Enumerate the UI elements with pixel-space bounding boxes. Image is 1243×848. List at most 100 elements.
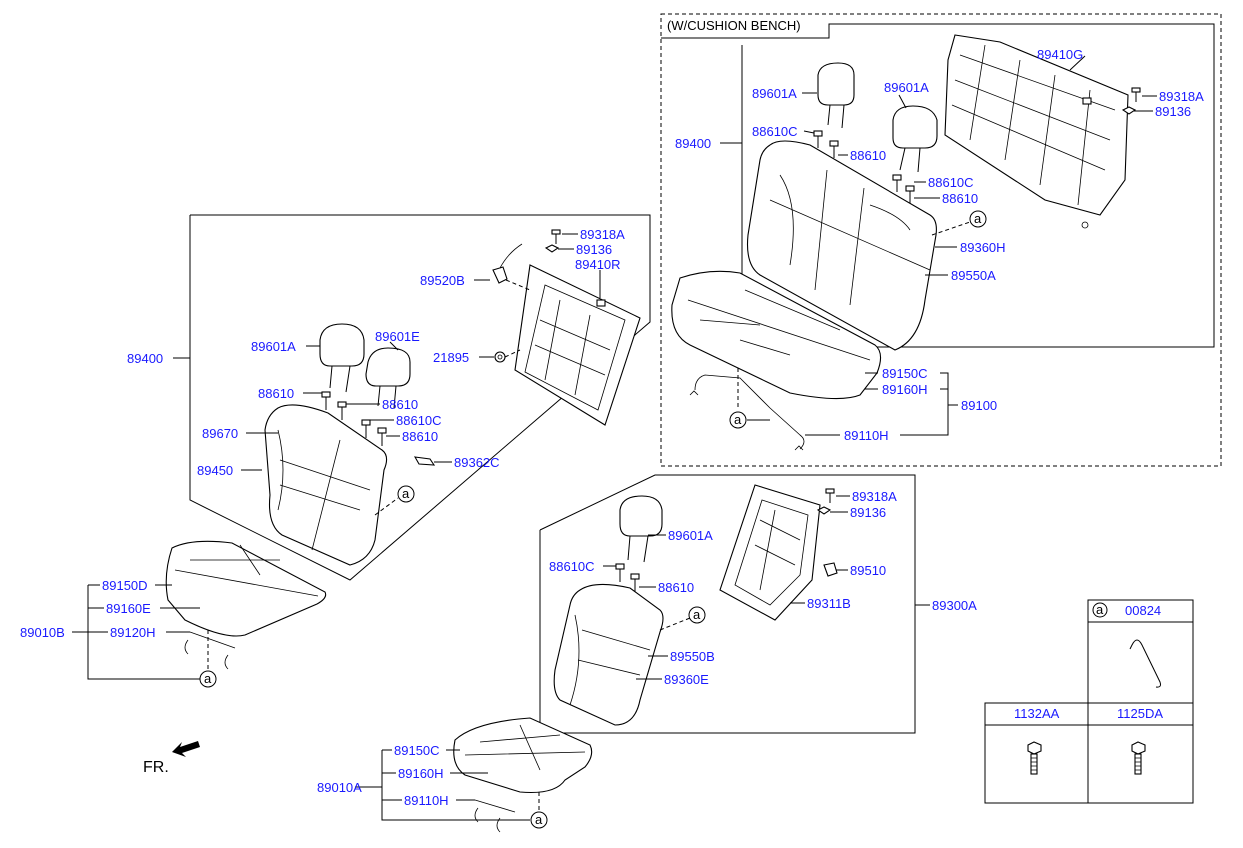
guide-icon: [615, 563, 640, 592]
svg-text:a: a: [693, 607, 701, 622]
left-cushion-label-h: 89120H: [110, 625, 156, 640]
center-cushion-group: 89150C 89160H 89110H 89010A a: [317, 717, 593, 833]
left-label-clipb: 89362C: [454, 455, 500, 470]
bolt-icon: [1131, 741, 1146, 775]
left-label-frame: 89410R: [575, 257, 621, 272]
guide-icon: [813, 130, 915, 203]
bench-label-frame: 89410G: [1037, 47, 1083, 62]
ref-a-marker: a: [729, 411, 747, 429]
bolt-icon: [825, 488, 835, 503]
clip-icon: [1121, 106, 1137, 115]
bench-label-hr2: 89601A: [884, 80, 929, 95]
seatback-frame-icon: [514, 264, 641, 426]
center-cushion-label-c: 89150C: [394, 743, 440, 758]
bench-label-back: 89400: [675, 136, 711, 151]
table-part-top: 00824: [1125, 603, 1161, 618]
right-label-pad: 89550B: [670, 649, 715, 664]
center-cushion-label-h: 89160H: [398, 766, 444, 781]
bench-label-clip: 89136: [1155, 104, 1191, 119]
bench-label-wire: 89110H: [844, 428, 889, 443]
ref-a-marker: a: [688, 606, 706, 624]
right-seatback-group: 89601A 88610C 88610 89318A 89136 89510 8…: [539, 474, 977, 734]
latch-icon: [492, 243, 523, 284]
headrest-icon: [817, 62, 855, 129]
seat-cushion-icon: [165, 540, 327, 637]
right-label-g2: 88610: [658, 580, 694, 595]
table-part-col1: 1132AA: [1014, 706, 1060, 721]
wire-harness-icon: [689, 374, 805, 451]
seatback-frame-icon: [944, 34, 1129, 229]
ref-a-marker: a: [530, 811, 548, 829]
bench-label-bolt: 89318A: [1159, 89, 1204, 104]
right-label-hr: 89601A: [668, 528, 713, 543]
seatback-cover-icon: [746, 140, 937, 351]
left-label-nut: 21895: [433, 350, 469, 365]
bolt-icon: [1027, 741, 1042, 775]
bench-variant-group: (W/CUSHION BENCH): [660, 13, 1222, 467]
clip-icon: [413, 456, 436, 466]
bench-label-guide2: 88610C: [928, 175, 974, 190]
bench-label-guide1b: 88610: [850, 148, 886, 163]
bench-label-cushc: 89150C: [882, 366, 928, 381]
svg-text:a: a: [1096, 602, 1104, 617]
parts-table: a 00824 1132AA 1125DA: [984, 599, 1194, 804]
nut-icon: [494, 351, 506, 363]
right-label-g1: 88610C: [549, 559, 595, 574]
table-part-col2: 1125DA: [1117, 706, 1163, 721]
left-label-pad: 89450: [197, 463, 233, 478]
left-label-g3: 88610C: [396, 413, 442, 428]
seatback-frame-icon: [719, 484, 821, 621]
front-direction-indicator: FR.: [143, 741, 200, 776]
clip-icon: [816, 506, 832, 515]
left-label-lock: 89520B: [420, 273, 465, 288]
ref-a-marker: a: [199, 670, 217, 688]
headrest-icon: [892, 105, 938, 173]
center-cushion-label-wire: 89110H: [404, 793, 449, 808]
left-label-back: 89400: [127, 351, 163, 366]
ref-a-marker: a: [969, 210, 987, 228]
latch-icon: [823, 562, 838, 577]
right-label-clip: 89136: [850, 505, 886, 520]
front-label: FR.: [143, 759, 169, 776]
left-label-cover: 89670: [202, 426, 238, 441]
right-label-cover: 89360E: [664, 672, 709, 687]
bench-label-assy: 89100: [961, 398, 997, 413]
left-label-bolt: 89318A: [580, 227, 625, 242]
headrest-icon: [365, 347, 411, 409]
left-label-hrE: 89601E: [375, 329, 420, 344]
bench-label-guide2b: 88610: [942, 191, 978, 206]
bench-label-cushh: 89160H: [882, 382, 928, 397]
ref-a-marker: a: [1092, 602, 1108, 618]
svg-text:a: a: [204, 671, 212, 686]
left-label-g4: 88610: [402, 429, 438, 444]
left-cushion-label-e: 89160E: [106, 601, 151, 616]
left-label-g1: 88610: [258, 386, 294, 401]
svg-text:a: a: [974, 211, 982, 226]
guide-icon: [321, 391, 387, 446]
svg-text:a: a: [535, 812, 543, 827]
left-cushion-group: 89150D 89160E 89120H 89010B a: [20, 540, 327, 688]
seatback-cover-icon: [553, 583, 664, 726]
left-seatback-group: 89400 89601A 89601E 88610 88610 88610C 8…: [127, 214, 651, 581]
seatback-cover-icon: [264, 404, 388, 566]
svg-text:a: a: [734, 412, 742, 427]
bolt-icon: [1131, 87, 1141, 102]
right-label-bolt: 89318A: [852, 489, 897, 504]
bolt-icon: [551, 229, 561, 244]
right-label-lock: 89510: [850, 563, 886, 578]
headrest-icon: [319, 323, 365, 393]
left-cushion-label-d: 89150D: [102, 578, 148, 593]
bench-dashed-frame: [660, 13, 1222, 467]
clip-icon: [544, 244, 560, 253]
headrest-icon: [619, 495, 663, 563]
seat-cushion-icon: [453, 717, 593, 794]
wire-harness-icon: [474, 799, 516, 833]
bench-label-cover: 89360H: [960, 240, 1006, 255]
center-cushion-label-assy: 89010A: [317, 780, 362, 795]
left-label-g2: 88610: [382, 397, 418, 412]
svg-text:a: a: [402, 486, 410, 501]
left-label-clip: 89136: [576, 242, 612, 257]
right-label-frame: 89311B: [807, 596, 851, 611]
wire-harness-icon: [184, 631, 236, 670]
bench-cushion-icon: [671, 270, 882, 400]
